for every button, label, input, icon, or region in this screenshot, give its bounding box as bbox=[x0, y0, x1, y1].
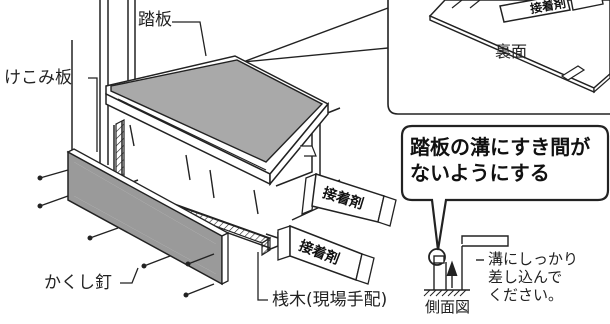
tread-back-board bbox=[428, 0, 610, 94]
riser-label: けこみ板 bbox=[4, 68, 72, 88]
callout-text: 踏板の溝にすき間が ないようにする bbox=[410, 135, 590, 186]
inset-back-view bbox=[242, 0, 610, 115]
side-view-detail bbox=[423, 235, 509, 297]
tread-label: 踏板 bbox=[138, 10, 172, 30]
hidden-nail-label: かくし釘 bbox=[44, 273, 112, 293]
cleat-label: 桟木(現場手配) bbox=[272, 290, 388, 310]
stringer-lines bbox=[71, 0, 136, 165]
hidden-nails bbox=[37, 124, 259, 298]
back-side-label: 裏面 bbox=[495, 42, 528, 61]
callout-bubble bbox=[400, 124, 610, 251]
insert-note-line-3: ください。 bbox=[488, 286, 564, 304]
callout-line-2: ないようにする bbox=[410, 160, 550, 185]
callout-line-1: 踏板の溝にすき間が bbox=[410, 135, 591, 159]
adhesive-tube-2 bbox=[265, 224, 375, 285]
adhesive-tube-inset bbox=[499, 0, 604, 23]
insert-note-line-1: 溝にしっかり bbox=[488, 250, 579, 268]
leader-lines bbox=[88, 21, 268, 301]
insert-note-line-2: 差し込んで bbox=[488, 268, 563, 286]
tread-board bbox=[105, 55, 330, 187]
adhesive-tube-1 bbox=[291, 172, 397, 227]
side-view-label: 側面図 bbox=[425, 298, 471, 316]
insert-note: 溝にしっかり 差し込んで ください。 bbox=[488, 250, 578, 304]
riser-board bbox=[66, 148, 230, 286]
